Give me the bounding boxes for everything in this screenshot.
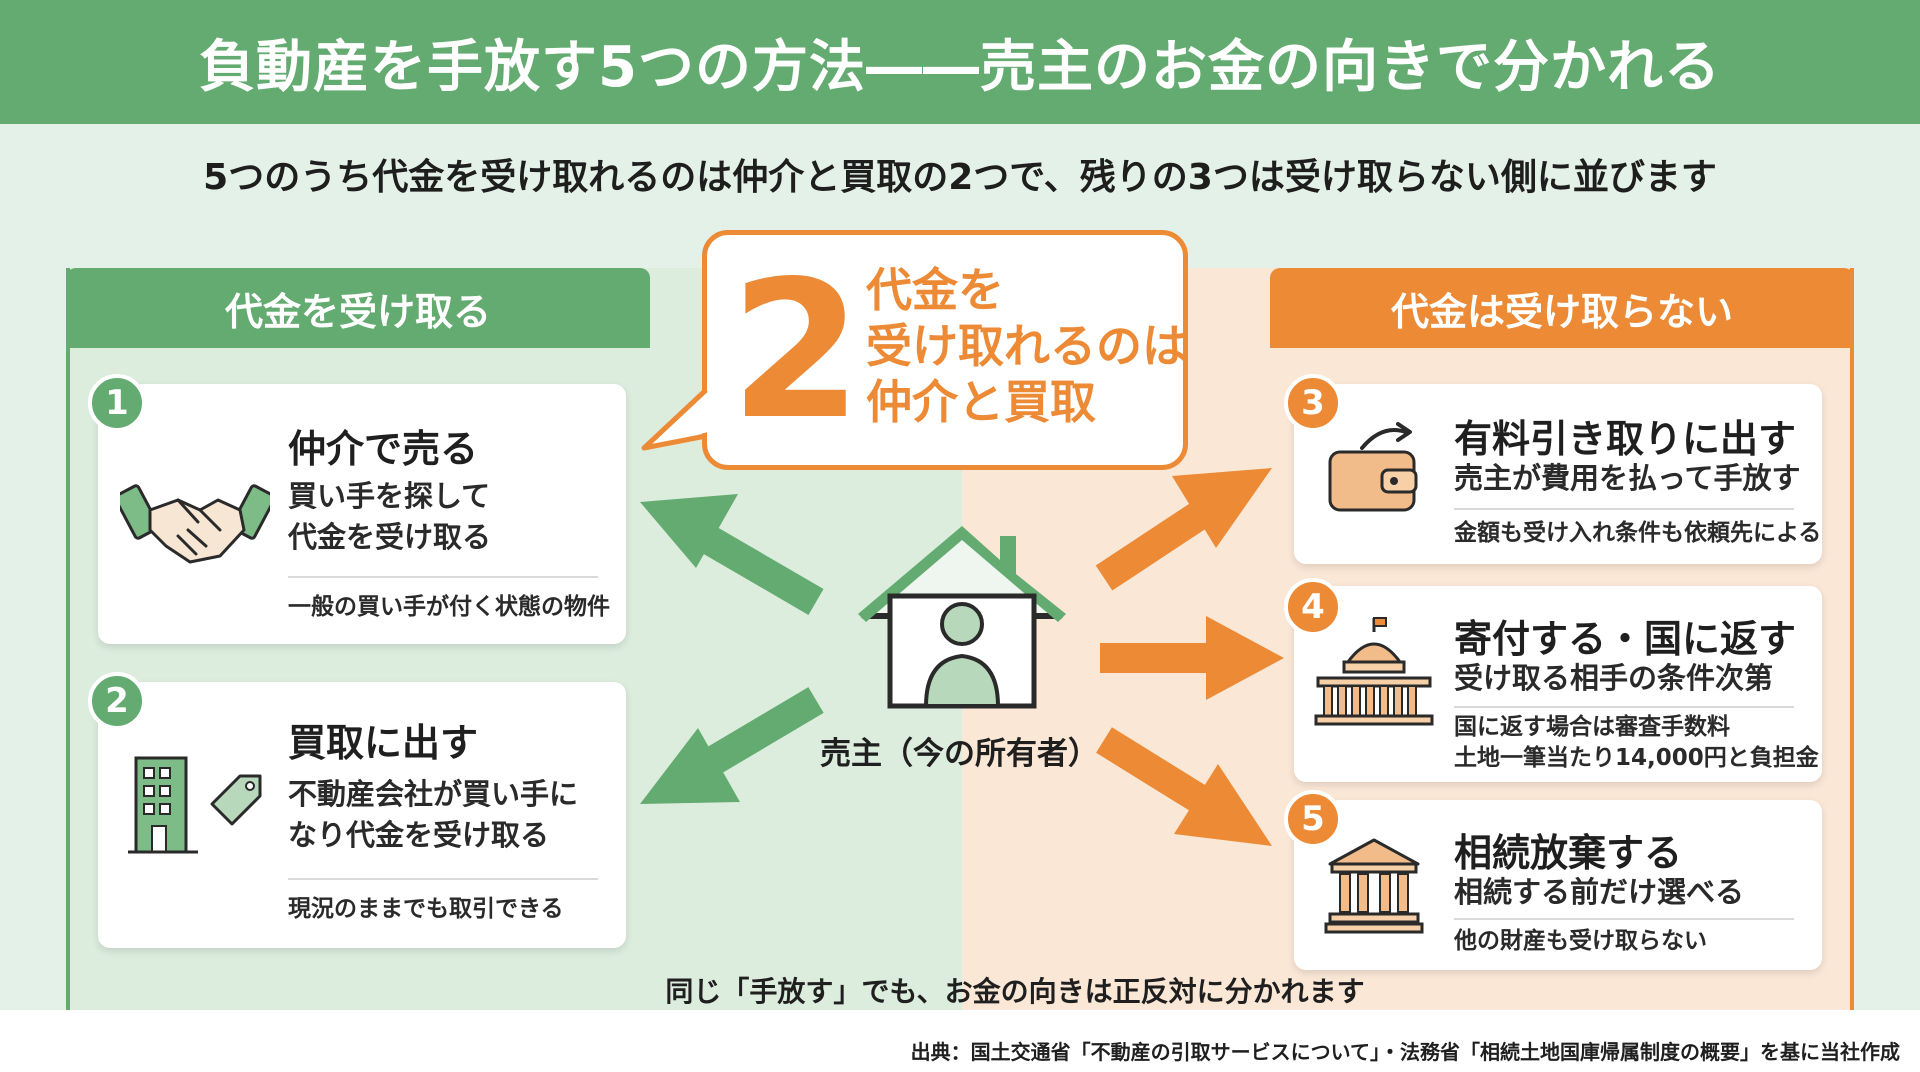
- method-note: 他の財産も受け取らない: [1454, 928, 1707, 954]
- method-card-paid-takeover: 有料引き取りに出す 売主が費用を払って手放す 金額も受け入れ条件も依頼先による: [1294, 384, 1822, 564]
- step-badge-3: 3: [1284, 374, 1342, 432]
- method-desc: 相続する前だけ選べる: [1454, 875, 1745, 909]
- divider: [1454, 918, 1794, 920]
- divider: [1454, 706, 1794, 708]
- method-title: 買取に出す: [288, 721, 479, 765]
- method-note: 現況のままでも取引できる: [288, 896, 564, 922]
- method-title: 仲介で売る: [288, 427, 479, 471]
- wallet-icon: [1322, 418, 1422, 522]
- callout-bubble: [702, 230, 1188, 470]
- method-note: 金額も受け入れ条件も依頼先による: [1454, 520, 1822, 546]
- capitol-icon: [1314, 616, 1434, 730]
- page-title: 負動産を手放す5つの方法――売主のお金の向きで分かれる: [199, 34, 1721, 100]
- title-bar: 負動産を手放す5つの方法――売主のお金の向きで分かれる: [0, 0, 1920, 124]
- method-desc: 不動産会社が買い手に なり代金を受け取る: [288, 777, 579, 852]
- seller-label: 売主（今の所有者）: [820, 736, 1099, 772]
- callout-number: 2: [730, 240, 863, 461]
- method-desc: 売主が費用を払って手放す: [1454, 461, 1801, 495]
- arrow-to-paid-takeover: [1095, 468, 1272, 591]
- method-card-brokerage: 仲介で売る 買い手を探して 代金を受け取る 一般の買い手が付く状態の物件: [98, 384, 626, 644]
- step-badge-4: 4: [1284, 578, 1342, 636]
- divider: [288, 576, 598, 578]
- house-person-icon: [858, 526, 1066, 709]
- method-card-donate-return: 寄付する・国に返す 受け取る相手の条件次第 国に返す場合は審査手数料 土地一筆当…: [1294, 586, 1822, 782]
- method-note: 一般の買い手が付く状態の物件: [288, 594, 610, 620]
- receive-header: 代金を受け取る: [66, 268, 650, 348]
- handshake-icon: [113, 470, 277, 574]
- arrow-to-brokerage: [640, 494, 824, 615]
- method-desc: 受け取る相手の条件次第: [1454, 661, 1774, 695]
- divider: [288, 878, 598, 880]
- step-badge-1: 1: [88, 374, 146, 432]
- divider: [1454, 508, 1794, 510]
- method-title: 有料引き取りに出す: [1454, 417, 1797, 461]
- subtitle: 5つのうち代金を受け取れるのは仲介と買取の2つで、残りの3つは受け取らない側に並…: [203, 157, 1717, 198]
- method-title: 相続放棄する: [1454, 831, 1683, 875]
- callout-text: 代金を 受け取れるのは 仲介と買取: [866, 263, 1188, 429]
- footer: [0, 1010, 1920, 1072]
- building-tag-icon: [128, 750, 268, 864]
- method-card-buyout: 買取に出す 不動産会社が買い手に なり代金を受け取る 現況のままでも取引できる: [98, 682, 626, 948]
- arrow-to-renunciation: [1096, 727, 1272, 846]
- method-card-renunciation: 相続放棄する 相続する前だけ選べる 他の財産も受け取らない: [1294, 800, 1822, 970]
- courthouse-icon: [1324, 834, 1424, 938]
- pay-header: 代金は受け取らない: [1270, 268, 1854, 348]
- method-desc: 買い手を探して 代金を受け取る: [288, 479, 492, 554]
- pay-panel: [1270, 268, 1854, 1010]
- step-badge-2: 2: [88, 672, 146, 730]
- step-badge-5: 5: [1284, 790, 1342, 848]
- method-title: 寄付する・国に返す: [1454, 617, 1797, 661]
- arrow-to-buyout: [640, 687, 824, 804]
- arrow-to-donate: [1100, 616, 1284, 700]
- method-note: 国に返す場合は審査手数料 土地一筆当たり14,000円と負担金: [1454, 714, 1819, 771]
- receive-panel: [66, 268, 650, 1010]
- bottom-caption: 同じ「手放す」でも、お金の向きは正反対に分かれます: [665, 975, 1365, 1008]
- source-note: 出典：国土交通省「不動産の引取サービスについて」・法務省「相続土地国庫帰属制度の…: [910, 1040, 1900, 1064]
